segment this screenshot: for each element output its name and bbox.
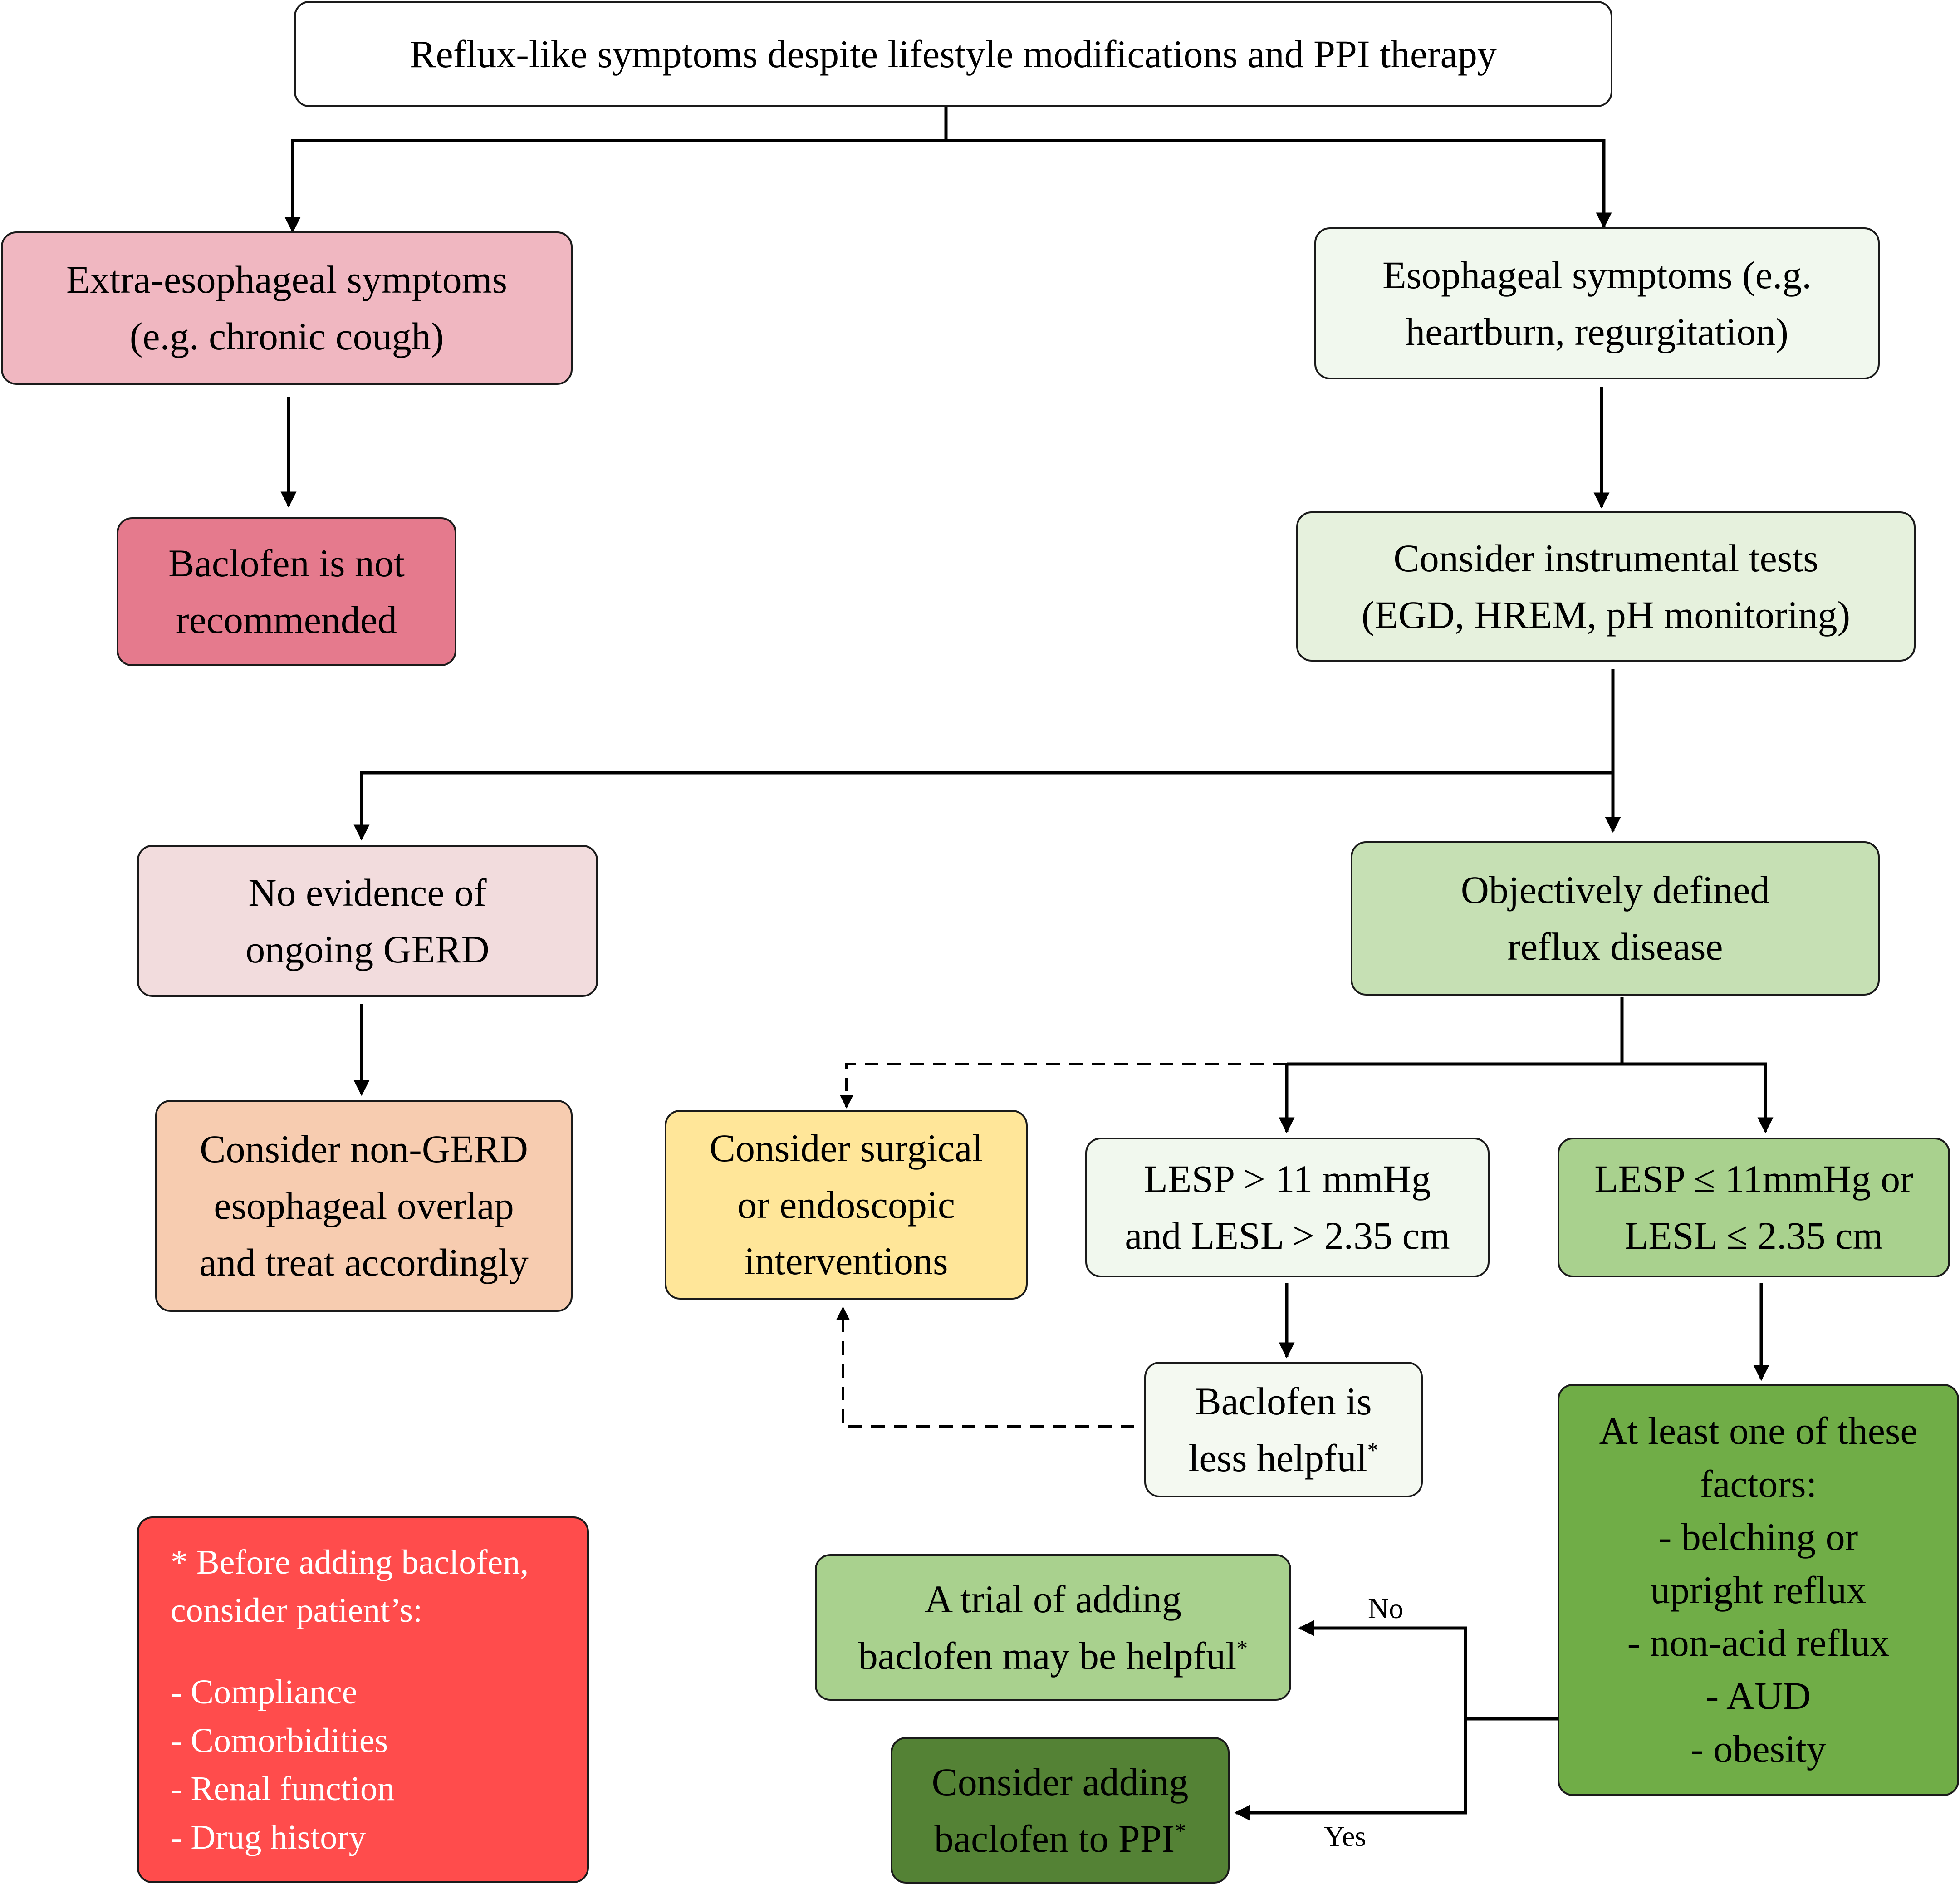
extra-esophageal-line-1: Extra-esophageal symptoms — [66, 258, 508, 302]
footnote-mark: * — [1236, 1634, 1248, 1660]
footnote-mark: * — [1367, 1437, 1379, 1462]
esophageal-box: Esophageal symptoms (e.g. heartburn, reg… — [1314, 227, 1880, 379]
not-recommended-box: Baclofen is not recommended — [117, 517, 456, 666]
objective-reflux-box: Objectively defined reflux disease — [1351, 841, 1880, 996]
connector-dashed-to-surgical — [840, 1063, 1287, 1109]
factors-line-6: - AUD — [1705, 1674, 1811, 1718]
esophageal-line-2: heartburn, regurgitation) — [1406, 309, 1788, 353]
top-box-line: Reflux-like symptoms despite lifestyle m… — [410, 32, 1497, 76]
instrumental-tests-box: Consider instrumental tests (EGD, HREM, … — [1296, 511, 1916, 662]
surgical-line-3: interventions — [744, 1239, 948, 1283]
factors-line-3: - belching or — [1658, 1515, 1858, 1559]
objective-line-1: Objectively defined — [1460, 868, 1770, 912]
footnote-item-compliance: - Compliance — [171, 1673, 358, 1712]
instrumental-line-1: Consider instrumental tests — [1393, 536, 1818, 580]
footnote-mark: * — [1175, 1817, 1186, 1843]
lesp-high-line-1: LESP > 11 mmHg — [1144, 1157, 1431, 1201]
lesp-high-box: LESP > 11 mmHg and LESL > 2.35 cm — [1085, 1138, 1490, 1277]
trial-line-2: baclofen may be helpful* — [858, 1628, 1248, 1684]
consider-adding-box: Consider adding baclofen to PPI* — [891, 1737, 1230, 1884]
esophageal-line-1: Esophageal symptoms (e.g. — [1382, 253, 1812, 297]
edge-label-no: No — [1368, 1592, 1404, 1624]
trial-line-2-text: baclofen may be helpful — [858, 1634, 1237, 1678]
connector-top-to-esophageal — [946, 139, 1612, 229]
extra-esophageal-box: Extra-esophageal symptoms (e.g. chronic … — [1, 231, 573, 385]
surgical-box: Consider surgical or endoscopic interven… — [665, 1110, 1028, 1300]
less-helpful-line-2: less helpful* — [1188, 1430, 1378, 1487]
connector-factors-to-trial — [1298, 1620, 1467, 1719]
not-recommended-line-2: recommended — [176, 598, 397, 642]
connector-dashed-less-helpful-to-surgical — [836, 1306, 1134, 1428]
instrumental-line-2: (EGD, HREM, pH monitoring) — [1361, 593, 1851, 637]
edge-label-yes: Yes — [1324, 1820, 1367, 1852]
trial-baclofen-box: A trial of adding baclofen may be helpfu… — [815, 1554, 1291, 1701]
connector-objective-to-lesp-low — [1287, 1062, 1774, 1133]
trial-line-1: A trial of adding — [924, 1577, 1182, 1621]
footnote-box: * Before adding baclofen, consider patie… — [137, 1516, 589, 1883]
objective-line-2: reflux disease — [1507, 925, 1723, 968]
lesp-low-box: LESP ≤ 11mmHg or LESL ≤ 2.35 cm — [1558, 1138, 1950, 1277]
no-evidence-line-2: ongoing GERD — [245, 927, 490, 971]
lesp-low-line-2: LESL ≤ 2.35 cm — [1624, 1214, 1883, 1257]
footnote-header-line-1: * Before adding baclofen, — [171, 1543, 529, 1581]
top-box: Reflux-like symptoms despite lifestyle m… — [294, 1, 1612, 107]
footnote-item-comorbidities: - Comorbidities — [171, 1721, 388, 1760]
footnote-item-renal: - Renal function — [171, 1770, 395, 1808]
non-gerd-line-2: esophageal overlap — [214, 1184, 514, 1228]
less-helpful-box: Baclofen is less helpful* — [1144, 1362, 1423, 1497]
less-helpful-line-1: Baclofen is — [1195, 1379, 1372, 1423]
factors-line-7: - obesity — [1690, 1727, 1826, 1771]
extra-esophageal-line-2: (e.g. chronic cough) — [129, 314, 444, 358]
surgical-line-2: or endoscopic — [737, 1182, 955, 1227]
not-recommended-line-1: Baclofen is not — [168, 541, 405, 585]
factors-box: At least one of these factors: - belchin… — [1558, 1384, 1959, 1796]
factors-line-1: At least one of these — [1599, 1408, 1918, 1452]
factors-line-5: - non-acid reflux — [1627, 1621, 1890, 1665]
footnote-item-drug-history: - Drug history — [171, 1818, 366, 1856]
no-evidence-box: No evidence of ongoing GERD — [137, 845, 598, 997]
factors-line-2: factors: — [1700, 1462, 1817, 1506]
consider-adding-line-1: Consider adding — [931, 1760, 1189, 1804]
surgical-line-1: Consider surgical — [709, 1126, 983, 1170]
non-gerd-line-1: Consider non-GERD — [200, 1127, 528, 1171]
no-evidence-line-1: No evidence of — [248, 870, 487, 914]
non-gerd-box: Consider non-GERD esophageal overlap and… — [155, 1100, 573, 1312]
factors-line-4: upright reflux — [1650, 1568, 1867, 1612]
consider-adding-line-2: baclofen to PPI* — [934, 1810, 1186, 1867]
less-helpful-line-2-text: less helpful — [1188, 1436, 1367, 1480]
consider-adding-line-2-text: baclofen to PPI — [934, 1816, 1175, 1860]
connector-instrumental-to-no-evidence — [353, 771, 1613, 841]
connector-factors-to-consider-adding — [1234, 1719, 1467, 1821]
lesp-low-line-1: LESP ≤ 11mmHg or — [1594, 1157, 1913, 1201]
footnote-header-line-2: consider patient’s: — [171, 1591, 423, 1630]
non-gerd-line-3: and treat accordingly — [199, 1240, 529, 1284]
lesp-high-line-2: and LESL > 2.35 cm — [1125, 1214, 1450, 1257]
connector-top-to-extra — [284, 107, 948, 233]
